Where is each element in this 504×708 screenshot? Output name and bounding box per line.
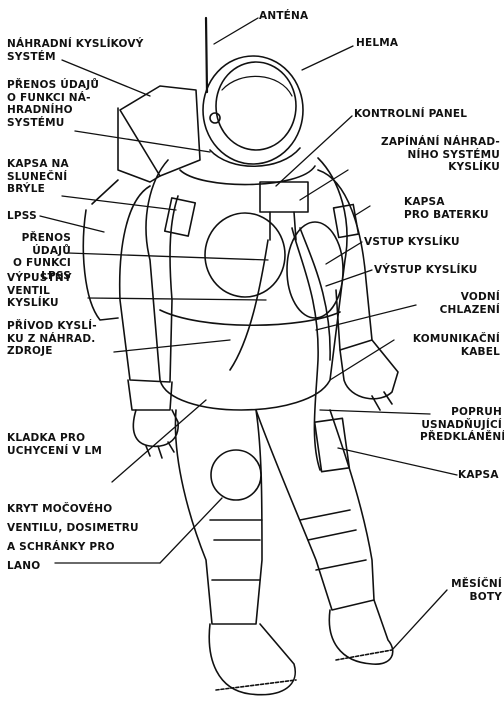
label-prenos-udaju-nahradni: PŘENOS ÚDAJŮ O FUNKCI NÁ- HRADNÍHO SYSTÉ… [7, 79, 99, 129]
label-vypustny-ventil: VÝPUSTNÝ VENTIL KYSLÍKU [7, 272, 72, 310]
label-vystup-kysliku: VÝSTUP KYSLÍKU [374, 264, 478, 277]
label-antena: ANTÉNA [259, 10, 308, 23]
label-vodni-chlazeni: VODNÍ CHLAZENÍ [404, 291, 500, 316]
moon-boots [209, 600, 392, 695]
label-kladka: KLADKA PRO UCHYCENÍ V LM [7, 432, 102, 457]
left-arm [120, 186, 196, 458]
label-kontrolni-panel: KONTROLNÍ PANEL [354, 108, 467, 121]
label-komunikacni-kabel: KOMUNIKAČNÍ KABEL [396, 333, 500, 358]
label-kapsa-baterku: KAPSA PRO BATERKU [404, 196, 489, 221]
label-mesicni-boty: MĚSÍČNÍ BOTY [440, 578, 502, 603]
label-kryt: KRYT MOČOVÉHO VENTILU, DOSIMETRU A SCHRÁ… [7, 500, 139, 576]
label-zapinani-nahradniho: ZAPÍNÁNÍ NÁHRAD- NÍHO SYSTÉMU KYSLÍKU [344, 136, 500, 174]
label-vstup-kysliku: VSTUP KYSLÍKU [364, 236, 460, 249]
antenna [206, 18, 207, 92]
label-privod-kysliku: PŘÍVOD KYSLÍ- KU Z NÁHRAD. ZDROJE [7, 320, 97, 358]
backpack [83, 86, 200, 320]
label-lpss: LPSS [7, 210, 37, 223]
legs [175, 410, 374, 624]
label-kapsa-bryle: KAPSA NA SLUNEČNÍ BRÝLE [7, 158, 69, 196]
label-popruh: POPRUH USNADŇUJÍCÍ PŘEDKLÁNĚNÍ [420, 406, 502, 444]
helmet [203, 56, 303, 166]
label-nahradni-kyslikovy-system: NÁHRADNÍ KYSLÍKOVÝ SYSTÉM [7, 38, 144, 63]
label-helma: HELMA [356, 37, 398, 50]
label-kapsa: KAPSA [458, 469, 499, 482]
hoses [230, 228, 330, 470]
